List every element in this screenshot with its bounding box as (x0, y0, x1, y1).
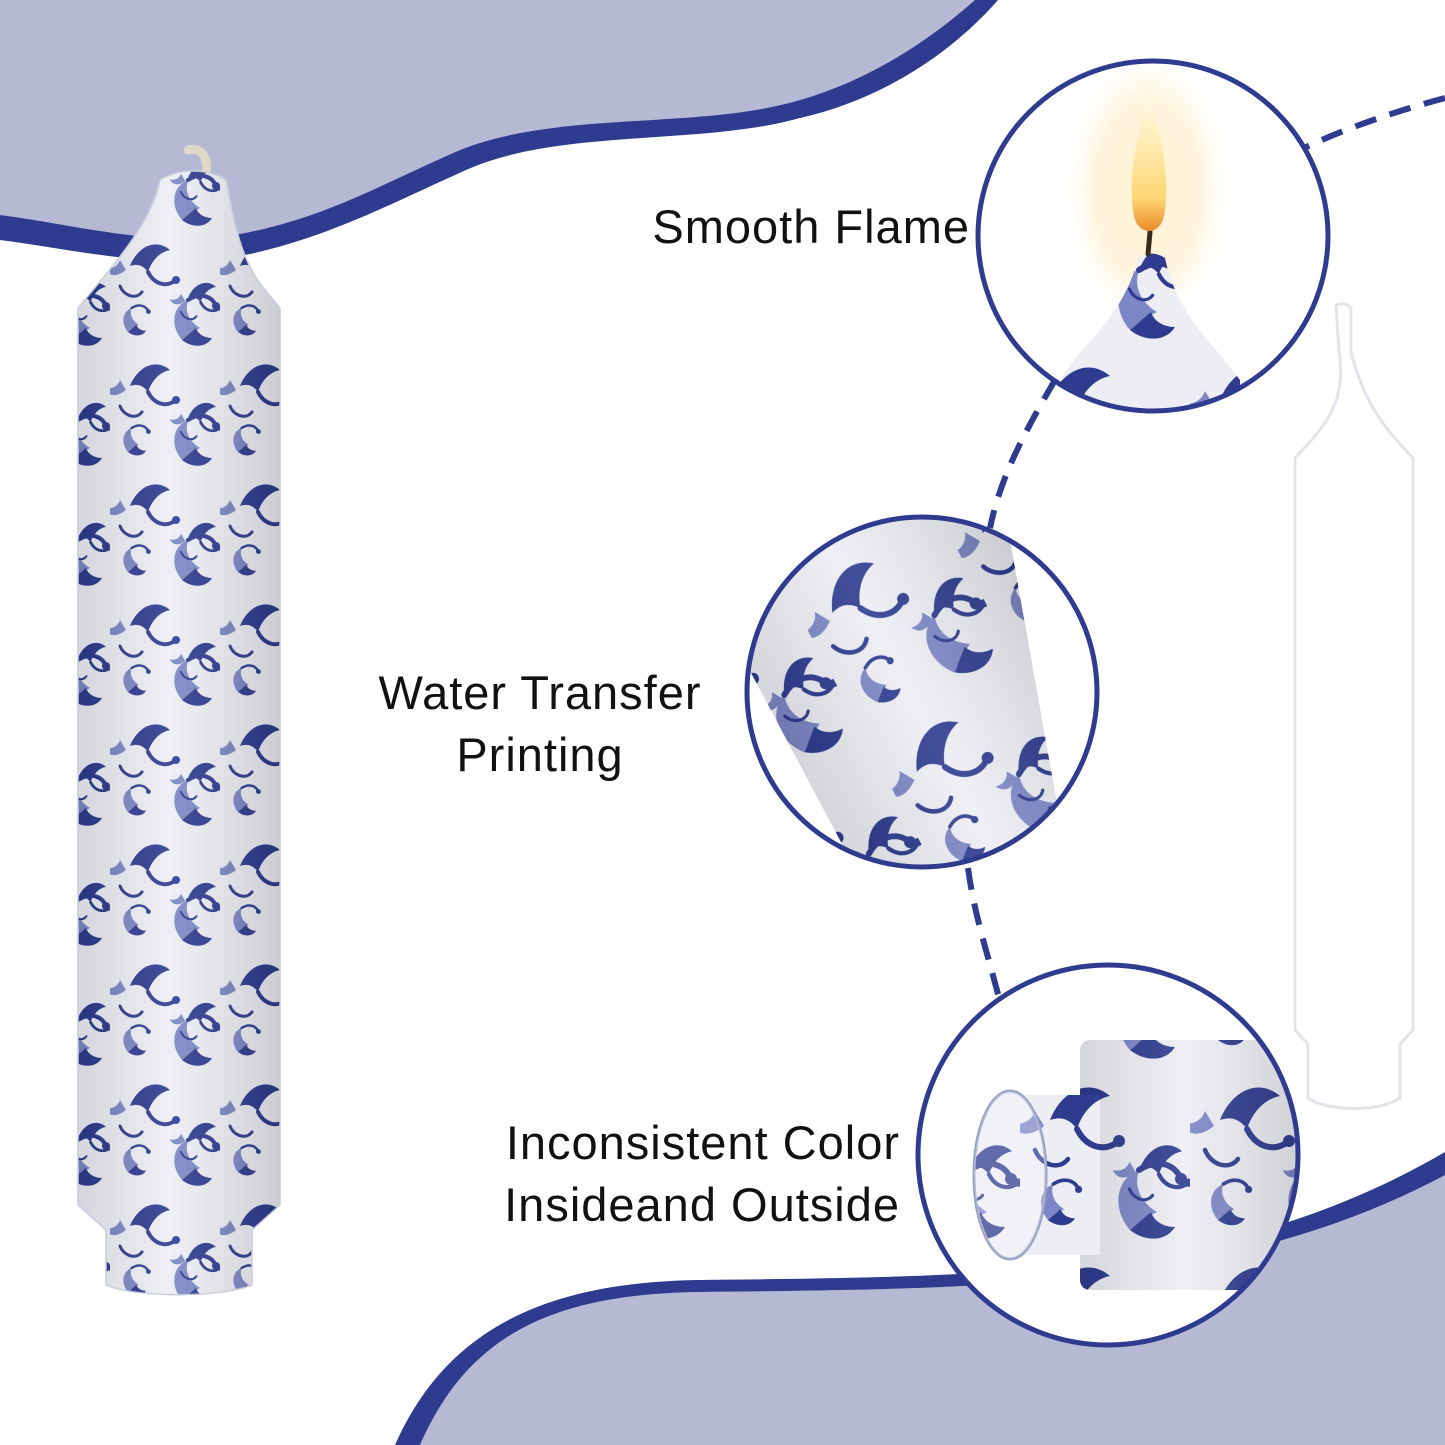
feature-label-inconsistent-color: Inconsistent Color Insideand Outside (420, 1112, 900, 1236)
flame-detail-circle (975, 58, 1331, 414)
feature-label-line: Printing (456, 728, 624, 781)
dashed-connector (965, 95, 1445, 1011)
feature-label-line: Water Transfer (378, 666, 702, 719)
feature-label-smooth-flame: Smooth Flame (520, 196, 970, 258)
print-detail-circle (744, 514, 1100, 870)
feature-label-line: Smooth Flame (652, 200, 970, 253)
feature-label-water-transfer-printing: Water Transfer Printing (330, 662, 750, 786)
bottom-wave (0, 1152, 1445, 1445)
plain-candle-silhouette (1293, 302, 1415, 1110)
main-candle (77, 144, 281, 1296)
feature-label-line: Insideand Outside (504, 1178, 900, 1231)
base-detail-circle (915, 962, 1301, 1348)
top-wave (0, 0, 998, 261)
feature-label-line: Inconsistent Color (505, 1116, 900, 1169)
